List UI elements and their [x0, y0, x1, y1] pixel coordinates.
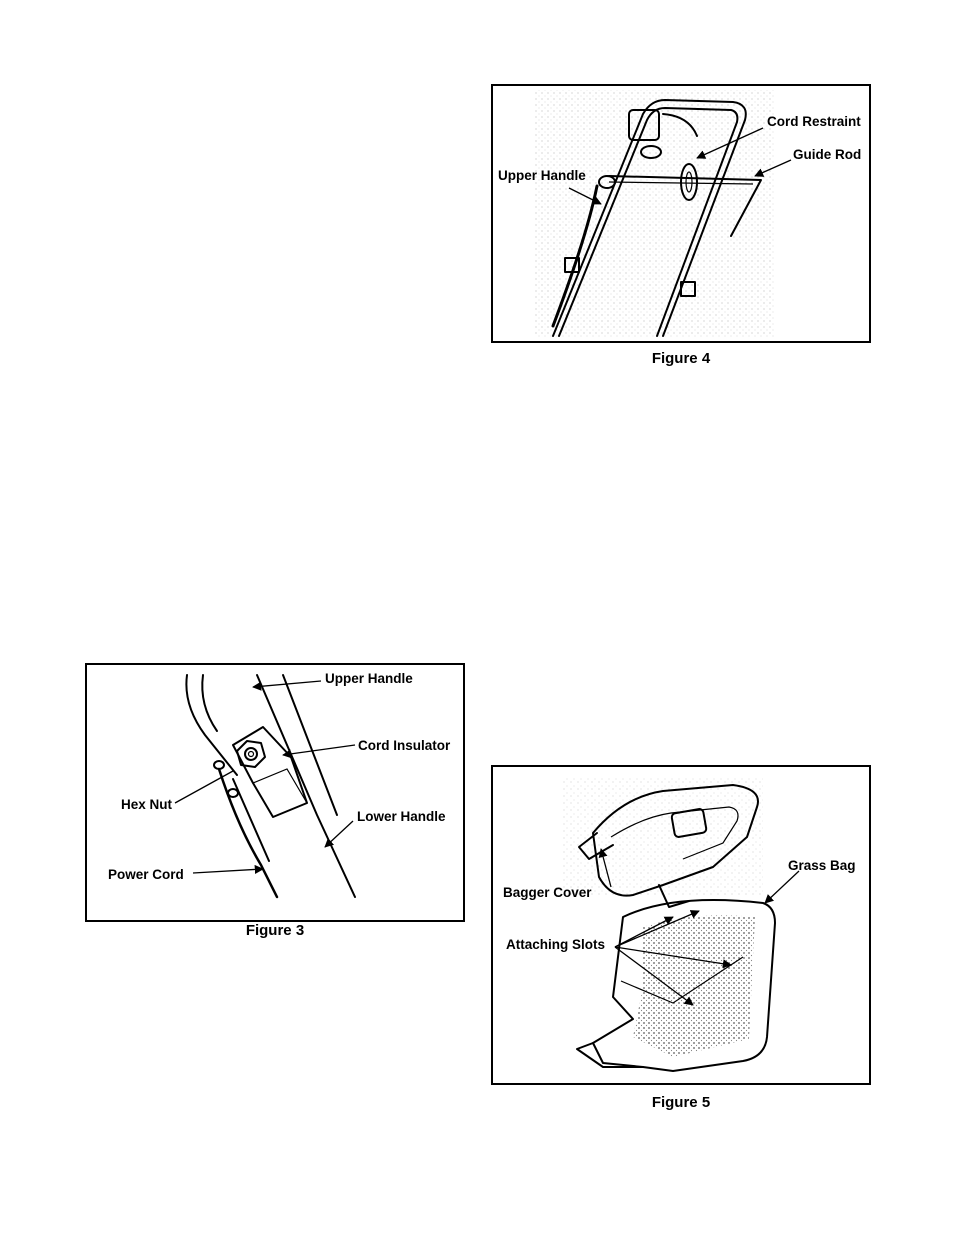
fig3-label-cord-insulator: Cord Insulator	[358, 738, 451, 753]
figure-4-caption: Figure 4	[491, 350, 871, 367]
figure-4-illustration: Cord Restraint Guide Rod Upper Handle	[493, 86, 869, 341]
fig4-label-upper-handle: Upper Handle	[498, 168, 586, 183]
fig4-label-guide-rod: Guide Rod	[793, 147, 861, 162]
figure-3-caption: Figure 3	[85, 922, 465, 939]
fig5-label-bagger-cover: Bagger Cover	[503, 885, 592, 900]
figure-3-frame: Upper Handle Cord Insulator Hex Nut Lowe…	[85, 663, 465, 922]
fig3-label-hex-nut: Hex Nut	[121, 797, 173, 812]
figure-3-illustration: Upper Handle Cord Insulator Hex Nut Lowe…	[87, 665, 463, 920]
fig5-label-grass-bag: Grass Bag	[788, 858, 856, 873]
fig3-label-power-cord: Power Cord	[108, 867, 184, 882]
fig3-label-upper-handle: Upper Handle	[325, 671, 413, 686]
fig5-label-attaching-slots: Attaching Slots	[506, 937, 605, 952]
fig4-label-cord-restraint: Cord Restraint	[767, 114, 861, 129]
figure-5-frame: Grass Bag Bagger Cover Attaching Slots	[491, 765, 871, 1085]
fig3-label-lower-handle: Lower Handle	[357, 809, 446, 824]
figure-4-frame: Cord Restraint Guide Rod Upper Handle	[491, 84, 871, 343]
figure-5-caption: Figure 5	[491, 1094, 871, 1111]
figure-5-illustration: Grass Bag Bagger Cover Attaching Slots	[493, 767, 869, 1083]
